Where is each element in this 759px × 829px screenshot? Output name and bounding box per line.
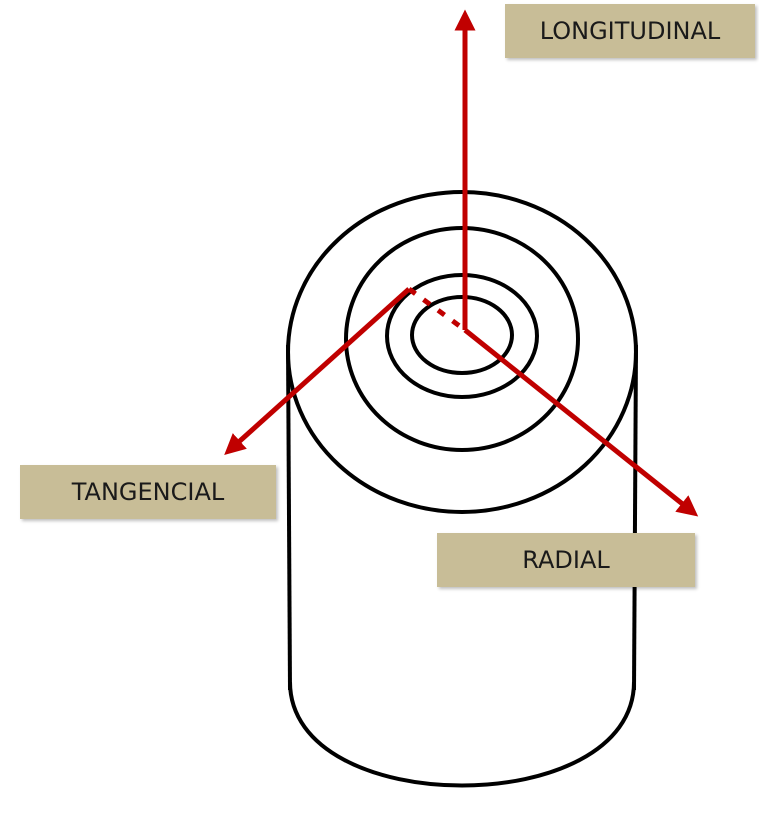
radial-label: RADIAL <box>437 533 695 587</box>
tangential-label: TANGENCIAL <box>20 465 276 519</box>
growth-rings <box>344 226 580 452</box>
radial-arrow <box>463 328 699 517</box>
radial-label-text: RADIAL <box>522 546 610 574</box>
cylinder-bottom-curve <box>288 681 636 788</box>
longitudinal-label-text: LONGITUDINAL <box>539 17 721 45</box>
tangential-arrow <box>224 287 411 456</box>
cylinder <box>286 190 638 788</box>
axes-arrows <box>224 9 699 517</box>
tangential-dotted-link <box>407 286 467 333</box>
cylinder-top-face <box>286 190 638 514</box>
growth-ring-outer <box>344 226 580 452</box>
growth-ring-middle <box>385 273 539 399</box>
tangential-label-text: TANGENCIAL <box>71 478 225 506</box>
growth-ring-inner <box>410 295 514 375</box>
longitudinal-label: LONGITUDINAL <box>505 4 755 58</box>
cylinder-left-side <box>286 344 292 691</box>
cylinder-right-side <box>632 344 638 691</box>
